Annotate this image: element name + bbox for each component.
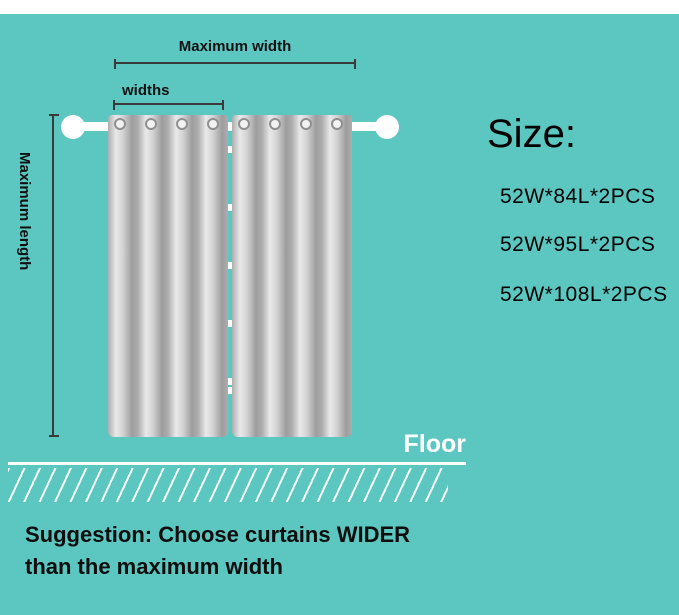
rod-finial-left-icon: [61, 115, 85, 139]
floor-line: [8, 462, 466, 465]
curtain-panel-right: [232, 115, 352, 437]
widths-label: widths: [122, 82, 170, 99]
suggestion-text-line1: Suggestion: Choose curtains WIDER: [25, 522, 411, 547]
grommet-icon: [207, 118, 219, 130]
grommet-icon: [176, 118, 188, 130]
size-option: 52W*84L*2PCS: [500, 185, 656, 208]
curtain-panel-left: [108, 115, 228, 437]
grommet-icon: [300, 118, 312, 130]
size-panel-title: Size:: [487, 112, 576, 156]
size-option: 52W*108L*2PCS: [500, 283, 668, 306]
grommet-icon: [269, 118, 281, 130]
suggestion-text-line2: than the maximum width: [25, 554, 283, 579]
grommet-icon: [331, 118, 343, 130]
widths-measure-line: [113, 100, 224, 110]
max-width-measure-line: [114, 59, 356, 69]
max-width-label: Maximum width: [178, 38, 292, 55]
curtain-rod-icon: [72, 122, 388, 131]
grommet-icon: [238, 118, 250, 130]
grommet-icon: [114, 118, 126, 130]
top-white-strip: [0, 0, 679, 14]
floor-hatching: [8, 468, 448, 502]
floor-label: Floor: [403, 430, 467, 458]
rod-finial-right-icon: [375, 115, 399, 139]
size-option: 52W*95L*2PCS: [500, 233, 656, 256]
max-length-measure-line: [49, 114, 59, 437]
max-length-label: Maximum length: [16, 152, 33, 271]
grommet-icon: [145, 118, 157, 130]
